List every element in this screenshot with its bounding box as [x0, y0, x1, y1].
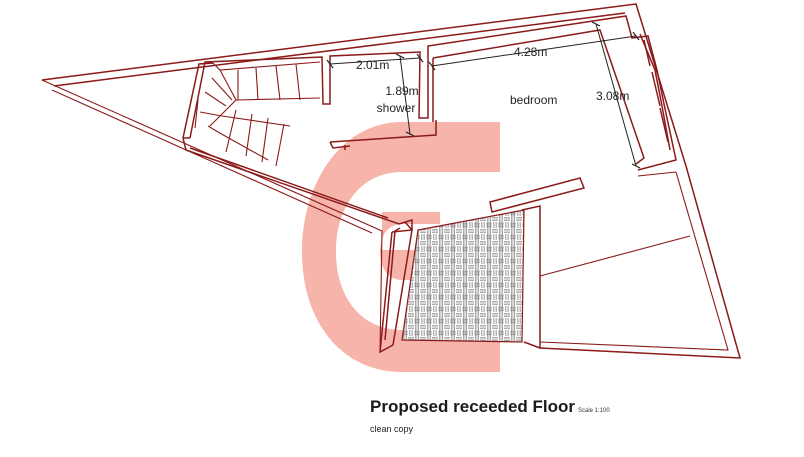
dimension-shower-width [326, 53, 424, 69]
site-boundary [41, 3, 742, 359]
drawing-subtitle: clean copy [370, 424, 414, 434]
bedroom-partition [489, 177, 586, 213]
watermark-logo-icon [302, 122, 500, 372]
bedroom-width-label: 4.28m [514, 45, 547, 59]
shower-depth-label: 1.89m [385, 84, 418, 98]
bedroom-walls [432, 29, 671, 165]
drawing-title: Proposed receeded Floor [370, 397, 575, 416]
bedroom-depth-label: 3.08m [596, 89, 629, 103]
shower-width-label: 2.01m [356, 58, 389, 72]
dimension-shower-depth [395, 53, 415, 137]
dimension-bedroom-depth [591, 21, 641, 169]
terrace-paving [401, 209, 525, 343]
shower-room-label: shower [377, 101, 416, 115]
building-walls [182, 15, 677, 354]
dimension-bedroom-width [428, 31, 640, 71]
courtyard [521, 171, 729, 351]
bedroom-room-label: bedroom [510, 93, 557, 107]
drawing-scale: Scale 1:100 [578, 408, 610, 414]
staircase [194, 61, 321, 167]
